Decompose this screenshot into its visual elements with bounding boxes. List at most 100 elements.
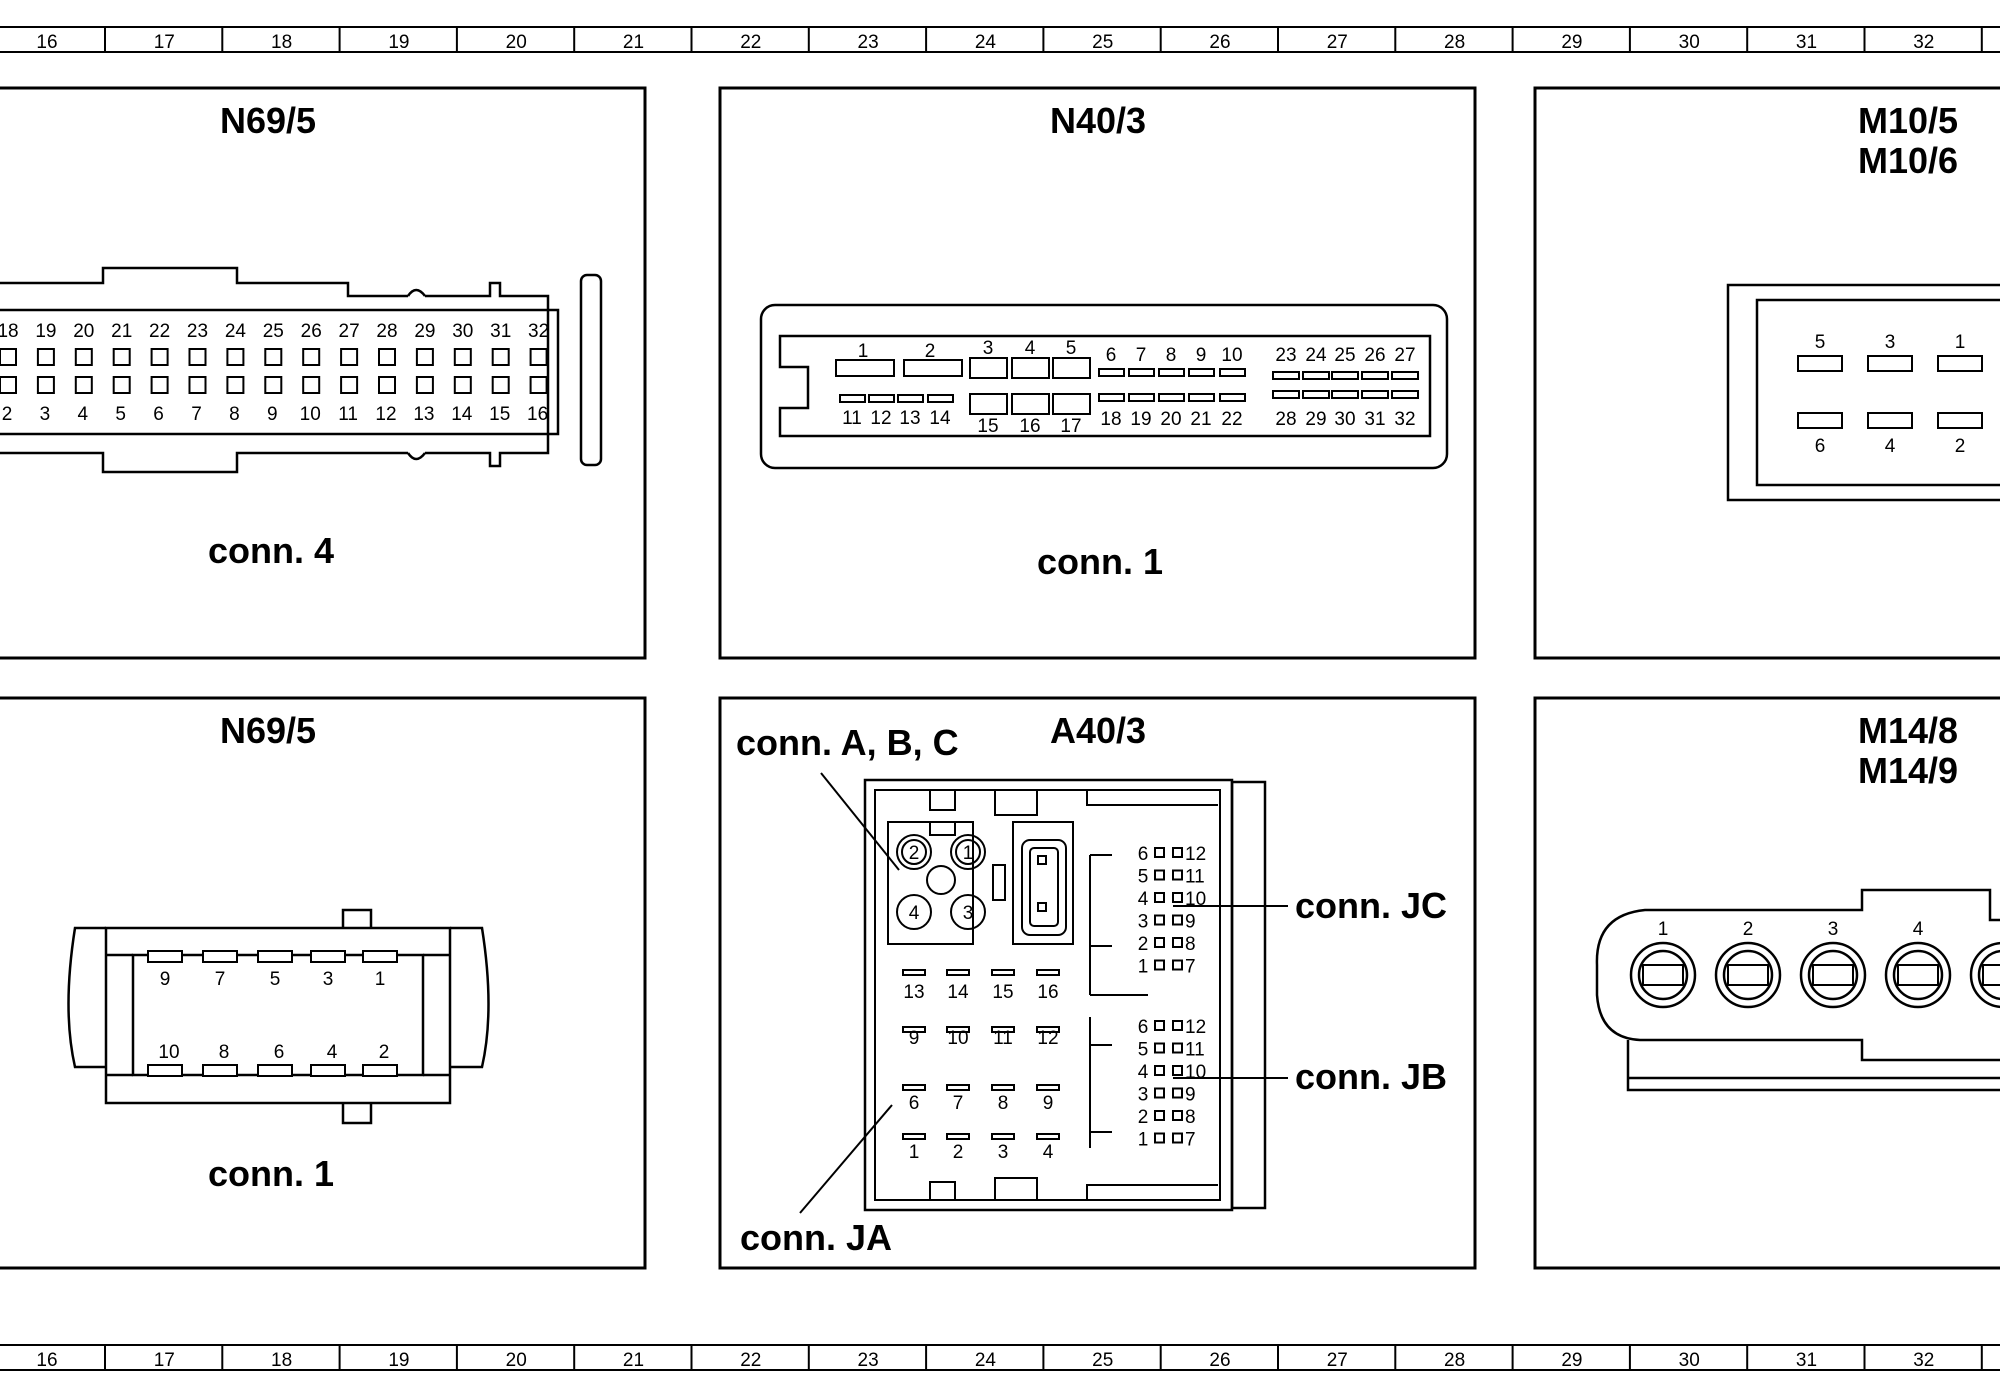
pin-terminal: [1331, 371, 1359, 380]
connector-housing: [0, 266, 550, 474]
ruler-number: 17: [154, 32, 175, 53]
panel-title-line2: M10/6: [1858, 140, 1958, 181]
pin-number: 15: [489, 404, 510, 425]
connector-latch: [579, 273, 603, 467]
ruler-top: [0, 26, 2000, 53]
ruler-number: 24: [975, 1350, 997, 1371]
ruler-number: 18: [271, 32, 292, 53]
pin-terminal: [1982, 964, 2000, 986]
pin-number: 8: [1166, 345, 1177, 366]
pin-terminal: [453, 348, 472, 366]
relay-base-side-rail: [1230, 780, 1267, 1210]
jc-bracket: [1089, 854, 1148, 996]
pin-number: 9: [1185, 1085, 1196, 1106]
pin-row-top: [0, 348, 548, 366]
conn-abc-notch: [929, 822, 956, 836]
pin-terminal: [1036, 1026, 1060, 1033]
pin-number: 10: [947, 1028, 968, 1049]
pin-number: 22: [149, 321, 170, 342]
round-terminal: [1714, 941, 1782, 1009]
pin-terminal: [1172, 1020, 1183, 1031]
pin-terminal: [1172, 892, 1183, 903]
connector-label: conn. 1: [208, 1153, 334, 1194]
pin-number: 1: [1138, 1130, 1149, 1151]
pin-terminal: [264, 348, 283, 366]
pin-number: 21: [111, 321, 132, 342]
pin-number: 2: [1955, 436, 1966, 457]
relay-base-tabs: [929, 790, 1038, 1200]
pin-terminal: [991, 1026, 1015, 1033]
pin-terminal: [1172, 1065, 1183, 1076]
pin-terminal: [1154, 847, 1165, 858]
round-terminal: [1884, 941, 1952, 1009]
panel-n40-3-frame: [718, 86, 1477, 660]
pin-number: 7: [1136, 345, 1147, 366]
pin-terminal: [491, 348, 510, 366]
connector-clip: [406, 288, 426, 461]
pin-terminal: [453, 376, 472, 394]
pin-terminal: [1867, 355, 1913, 372]
connector-keys: [341, 908, 373, 1125]
pin-number: 5: [115, 404, 126, 425]
ruler-number: 32: [1913, 32, 1934, 53]
jb-bracket: [1089, 1017, 1112, 1148]
pin-number: 11: [338, 404, 358, 425]
pin-number: 7: [215, 969, 226, 990]
pin-number: 32: [528, 321, 549, 342]
pin-number: 23: [187, 321, 208, 342]
pin-number: 3: [998, 1142, 1009, 1163]
pin-number: 3: [983, 338, 994, 359]
pin-terminal: [302, 348, 321, 366]
pin-terminal: [991, 1084, 1015, 1091]
pin-terminal: [1011, 357, 1050, 379]
pin-number: 6: [909, 1093, 920, 1114]
pin-number: 28: [1275, 409, 1296, 430]
pin-terminal: [1937, 412, 1983, 429]
pin-number: 15: [992, 982, 1013, 1003]
pin-number: 13: [903, 982, 924, 1003]
pin-terminal: [340, 348, 359, 366]
pin-terminal: [1036, 1133, 1060, 1140]
pin-number: 9: [160, 969, 171, 990]
ruler-number: 29: [1561, 1350, 1582, 1371]
pin-number: 9: [267, 404, 278, 425]
pin-terminal: [902, 1133, 926, 1140]
ruler-number: 27: [1327, 32, 1348, 53]
ruler-number: 25: [1092, 1350, 1113, 1371]
ruler-number: 22: [740, 32, 761, 53]
pin-terminal: [1052, 357, 1091, 379]
ruler-number: 31: [1796, 32, 1817, 53]
pin-terminal: [226, 376, 245, 394]
pin-number: 20: [1160, 409, 1181, 430]
round-terminal: [1629, 941, 1697, 1009]
pin-terminal: [1172, 1110, 1183, 1121]
relay-socket-outer: [1012, 821, 1074, 945]
pin-number: 12: [1185, 1017, 1206, 1038]
pin-number: 3: [1138, 912, 1149, 933]
pin-number: 10: [1185, 889, 1206, 910]
pin-number: 22: [1221, 409, 1242, 430]
pin-number: 6: [1815, 436, 1826, 457]
round-terminal-ring: [1637, 949, 1689, 1001]
pin-terminal: [150, 376, 169, 394]
pin-number: 13: [413, 404, 434, 425]
pin-number: 3: [1828, 919, 1839, 940]
ruler-number: 30: [1679, 32, 1700, 53]
pin-terminal: [1797, 412, 1843, 429]
pin-terminal: [1036, 969, 1060, 976]
relay-socket-pin: [1037, 855, 1047, 865]
ruler-number: 26: [1209, 1350, 1230, 1371]
pin-terminal: [1036, 1084, 1060, 1091]
pin-number: 2: [379, 1042, 390, 1063]
pin-number: 4: [78, 404, 89, 425]
pin-terminal: [1897, 964, 1939, 986]
panel-title-line1: M10/5: [1858, 100, 1958, 141]
pin-number: 26: [301, 321, 322, 342]
pin-terminal: [1154, 959, 1165, 971]
pin-terminal: [902, 1084, 926, 1091]
pin-number: 8: [1185, 934, 1196, 955]
